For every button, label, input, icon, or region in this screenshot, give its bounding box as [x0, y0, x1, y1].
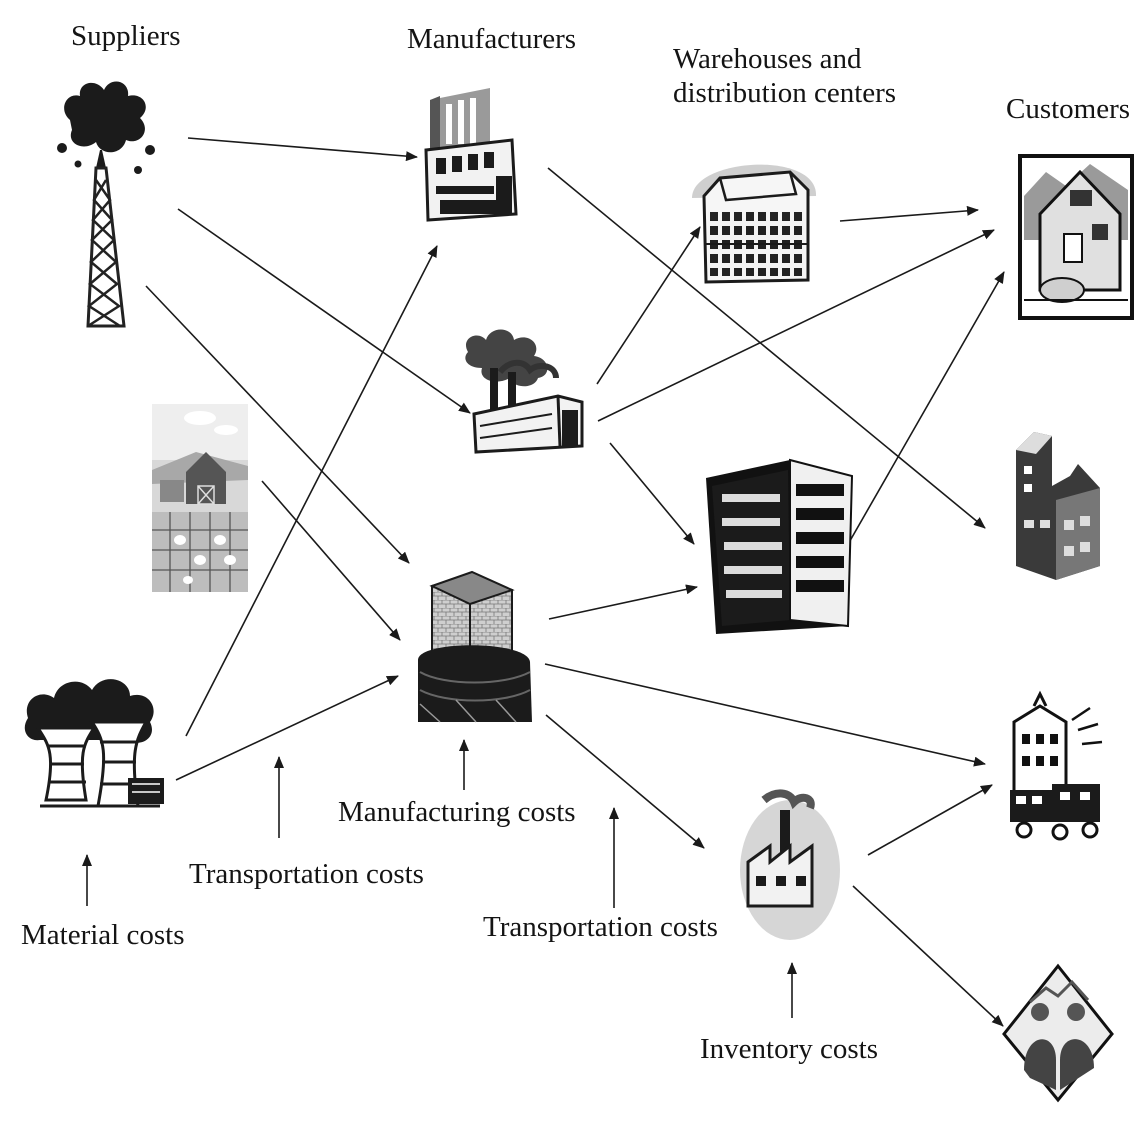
farm-icon: [152, 404, 248, 592]
arrow-smokestack-to-office: [609, 442, 695, 545]
house-icon: [1018, 154, 1134, 320]
arrow-smallfactory-to-town: [867, 784, 993, 856]
cost-label-manufacturing: Manufacturing costs: [338, 796, 576, 828]
arrow-factory-to-city: [547, 167, 986, 529]
column-header-warehouses-line1: Warehouses and: [673, 43, 862, 75]
arrow-tower-to-smallfactory: [545, 714, 705, 849]
city-building-icon: [1016, 432, 1100, 580]
arrow-powerplant-to-factory: [185, 245, 438, 737]
cost-label-material: Material costs: [21, 919, 185, 951]
cost-label-transportation-1: Transportation costs: [189, 858, 424, 890]
town-street-icon: [1010, 690, 1103, 841]
arrow-tower-to-town: [544, 663, 986, 767]
people-icon: [1002, 963, 1114, 1103]
arrow-smallfactory-to-people: [852, 885, 1004, 1027]
arrow-warehouse-to-house: [839, 205, 979, 222]
column-header-manufacturers: Manufacturers: [407, 23, 577, 55]
arrow-smokestack-to-house: [597, 229, 995, 422]
cost-label-transportation-2: Transportation costs: [483, 911, 718, 943]
column-header-warehouses-line2: distribution centers: [673, 77, 897, 109]
cost-label-inventory: Inventory costs: [700, 1033, 878, 1065]
arrow-oilwell-to-factory: [187, 137, 418, 162]
column-header-customers: Customers: [1006, 93, 1131, 125]
arrow-farm-to-tower: [261, 480, 401, 641]
power-plant-icon: [24, 679, 164, 808]
arrow-office-to-house: [846, 271, 1005, 547]
oil-well-icon: [57, 81, 155, 328]
industrial-tower-icon: [418, 570, 532, 723]
office-building-icon: [706, 458, 854, 634]
arrow-powerplant-to-tower: [175, 675, 399, 781]
small-factory-icon: [740, 789, 840, 940]
warehouse-icon: [692, 164, 817, 284]
arrow-oilwell-to-smokestack: [177, 208, 471, 414]
flow-arrows: [82, 137, 1005, 1027]
column-header-suppliers: Suppliers: [71, 20, 181, 52]
arrow-smokestack-to-warehouse: [596, 226, 701, 385]
factory-icon: [424, 88, 518, 222]
arrow-tower-to-office: [548, 584, 698, 620]
smokestack-factory-icon: [465, 329, 584, 454]
arrow-oilwell-to-tower: [145, 285, 410, 564]
